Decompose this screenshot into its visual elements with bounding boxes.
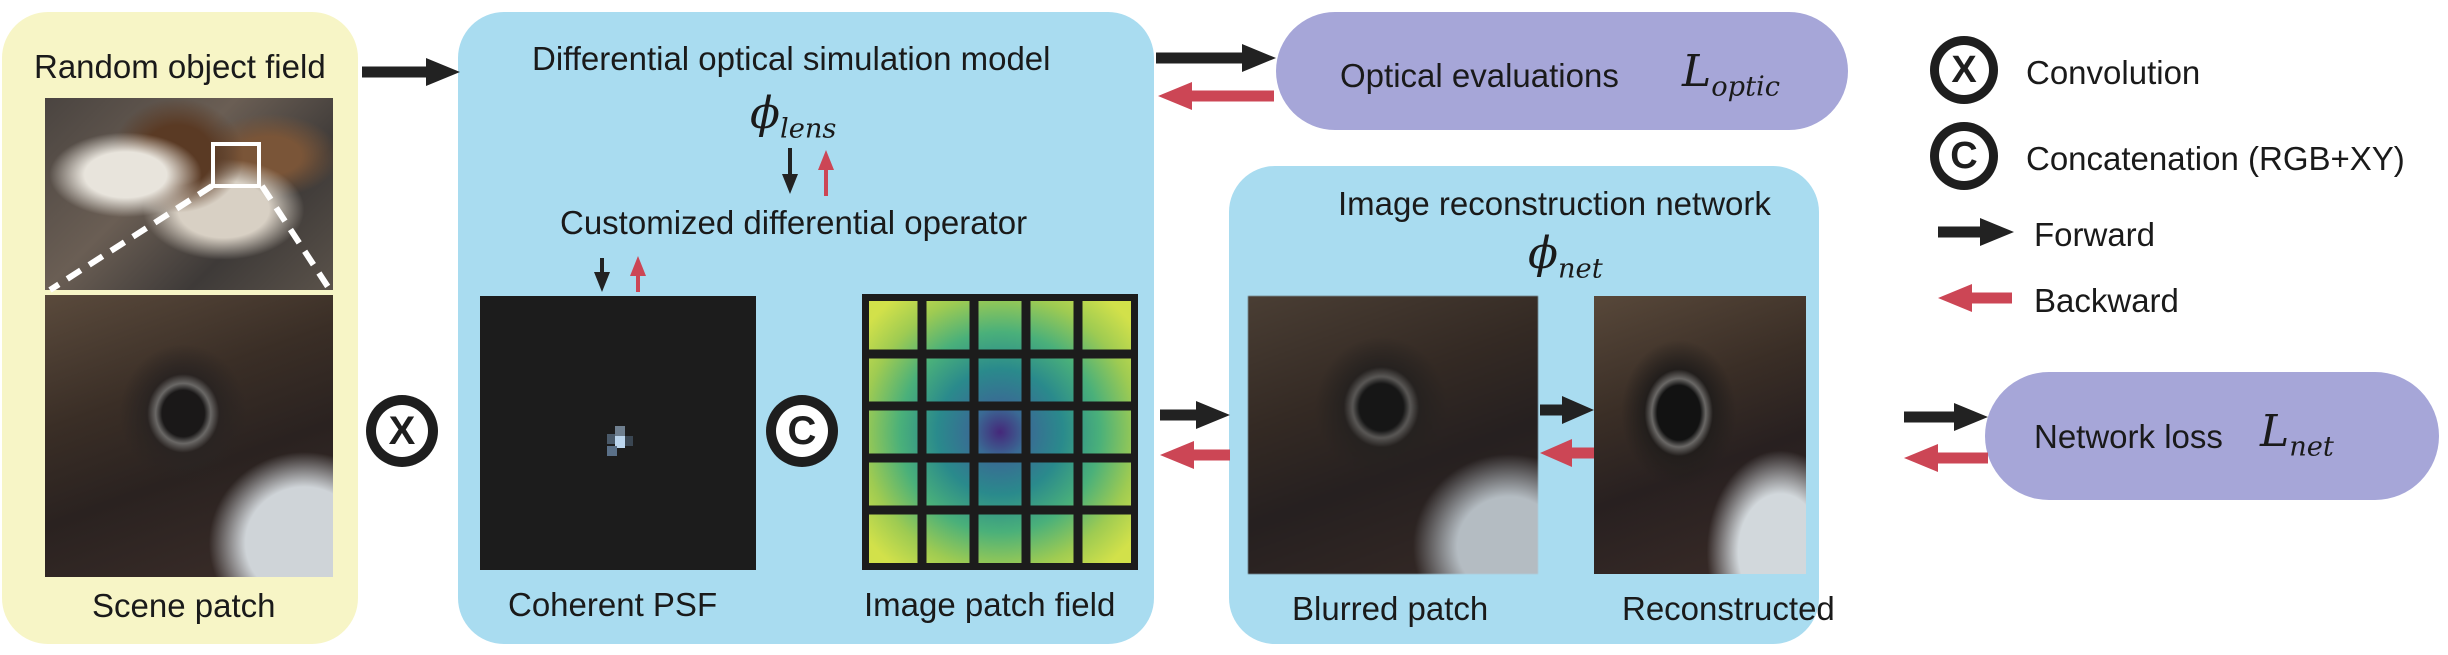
l-optic-sub: optic [1711,71,1781,103]
arrow-psf-to-operator [630,256,646,292]
convolution-glyph: X [376,405,428,457]
legend-concatenation-label: Concatenation (RGB+XY) [2026,140,2405,177]
concatenation-symbol: C [766,395,838,467]
arrow-phi-lens-up [818,150,834,196]
phi-net: ϕnet [1528,228,1603,285]
arrow-eval-to-model [1158,82,1274,110]
legend-convolution-label: Convolution [2026,54,2201,91]
l-optic: Loptic [1682,46,1780,103]
operator-label: Customized differential operator [560,204,1028,241]
optical-model-title: Differential optical simulation model [532,40,1051,77]
arrow-recon-to-loss [1904,403,1988,431]
concatenation-glyph: C [776,405,828,457]
blurred-patch-label: Blurred patch [1292,590,1489,627]
legend-forward-label: Forward [2034,216,2156,253]
zoom-dashed-lines [48,183,333,293]
scene-title: Random object field [34,48,326,85]
l-net-sub: net [2289,431,2334,463]
patch-selection-box [211,142,261,188]
phi-lens: ϕlens [750,88,836,145]
field-label: Image patch field [864,586,1116,623]
scene-patch-label: Scene patch [92,587,276,624]
psf-label: Coherent PSF [508,586,718,623]
network-loss-panel [1985,372,2439,500]
arrow-blurred-to-reconstructed [1540,396,1594,424]
reconstructed-image [1594,296,1806,574]
arrow-operator-to-psf [594,258,610,292]
arrow-model-to-eval [1156,44,1276,72]
l-optic-symbol: L [1682,46,1712,97]
dog-photo [45,98,333,290]
legend-backward-label: Backward [2034,282,2179,319]
image-patch-field [862,294,1138,570]
arrow-scene-to-model [362,58,460,86]
legend-convolution-symbol: X [1930,36,1998,104]
blurred-patch-image [1248,296,1538,574]
optical-eval-panel [1276,12,1848,130]
legend-concatenation-glyph: C [1939,131,1989,181]
phi-lens-sub: lens [780,113,837,145]
reconstructed-label: Reconstructed [1622,590,1835,627]
coherent-psf-image [480,296,756,570]
arrow-recon-to-model [1160,441,1230,469]
legend-convolution-glyph: X [1939,45,1989,95]
phi-net-sub: net [1558,253,1603,285]
arrow-loss-to-recon [1904,444,1988,472]
recon-title: Image reconstruction network [1338,185,1771,222]
arrow-reconstructed-to-blurred [1540,439,1594,467]
l-net-symbol: L [2260,406,2290,457]
optical-eval-label: Optical evaluations [1340,57,1619,94]
phi-lens-symbol: ϕ [750,88,780,139]
scene-patch-image [45,295,333,577]
arrow-model-to-recon [1160,401,1230,429]
phi-net-symbol: ϕ [1528,228,1558,279]
legend-forward-arrow [1938,218,2014,246]
legend-backward-arrow [1938,284,2012,312]
convolution-symbol: X [366,395,438,467]
legend-concatenation-symbol: C [1930,122,1998,190]
l-net: Lnet [2260,406,2334,463]
arrow-phi-lens-down [782,148,798,194]
network-loss-label: Network loss [2034,418,2223,455]
